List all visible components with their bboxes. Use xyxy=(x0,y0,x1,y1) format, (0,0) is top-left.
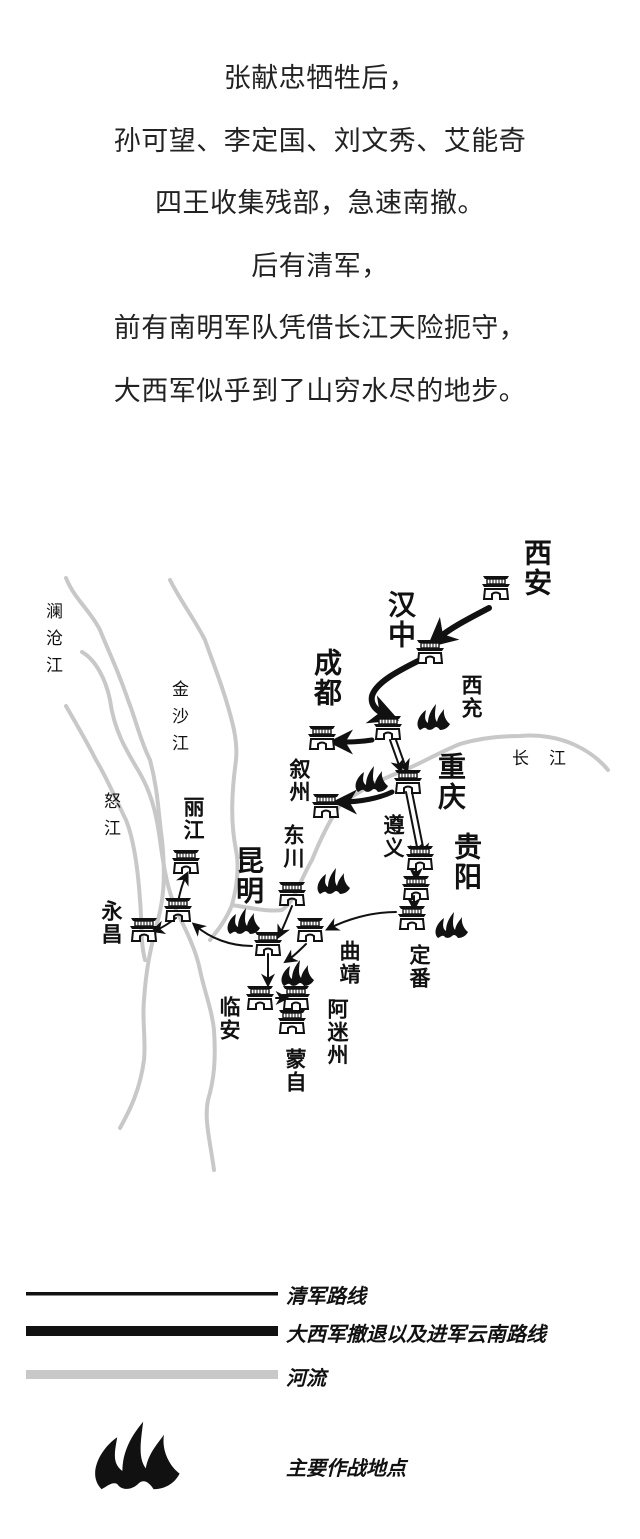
city-icon-xian xyxy=(481,575,511,600)
intro-line: 前有南明军队凭借长江天险扼守， xyxy=(113,313,527,344)
intro-line: 后有清军， xyxy=(251,250,389,282)
route-hanzhong-chengdu xyxy=(365,657,423,724)
label-mengzi: 蒙自 xyxy=(283,1048,308,1094)
legend-qing-line xyxy=(26,1292,278,1296)
legend-label: 河流 xyxy=(286,1366,326,1390)
flame-icon xyxy=(317,868,350,894)
thin-routes xyxy=(150,739,430,1005)
label-amizhou: 阿迷州 xyxy=(325,998,350,1067)
label-yongchang: 永昌 xyxy=(99,900,124,946)
city-icon-linan xyxy=(245,985,275,1010)
dashi-routes xyxy=(328,605,492,815)
city-icon-qujing xyxy=(295,917,325,942)
flame-icon xyxy=(227,908,260,934)
label-jinsha-river: 金沙江 xyxy=(168,680,188,761)
city-icon-guiyang xyxy=(401,875,431,900)
label-dongchuan: 东川 xyxy=(281,824,306,870)
legend-item-dashi: 大西军撤退以及进军云南路线 xyxy=(282,1318,546,1347)
lancang-river xyxy=(64,576,166,1130)
city-icon-amizhou xyxy=(281,985,311,1010)
intro-line: 孙可望、李定国、刘文秀、艾能奇 xyxy=(113,125,527,157)
flame-icon xyxy=(417,704,450,730)
legend-label: 大西军撤退以及进军云南路线 xyxy=(286,1322,546,1346)
city-icon-dingfan xyxy=(397,905,427,930)
flame-icon xyxy=(435,912,468,938)
label-lijiang: 丽江 xyxy=(181,796,206,842)
label-hanzhong: 汉中 xyxy=(384,590,417,650)
city-icon-hanzhong xyxy=(415,639,445,664)
legend-label: 主要作战地点 xyxy=(286,1456,406,1480)
label-kunming: 昆明 xyxy=(232,846,265,906)
label-lancang-river: 澜沧江 xyxy=(42,602,62,683)
legend-river-line xyxy=(26,1370,278,1379)
route-to-chengdu-west xyxy=(328,729,375,755)
city-icon-xichong-area xyxy=(373,715,403,740)
legend-lines xyxy=(26,1292,278,1490)
label-xichong: 西充 xyxy=(459,674,484,720)
legend-item-qing: 清军路线 xyxy=(282,1280,366,1309)
label-nu-river: 怒江 xyxy=(100,792,120,846)
intro-text: 张献忠牺牲后， 孙可望、李定国、刘文秀、艾能奇 四王收集残部，急速南撤。 后有清… xyxy=(0,48,640,423)
label-linan: 临安 xyxy=(217,996,242,1042)
intro-line: 大西军似乎到了山穷水尽的地步。 xyxy=(113,375,527,407)
city-icon-chengdu xyxy=(307,725,337,750)
nu-river xyxy=(64,704,147,962)
label-xian: 西安 xyxy=(520,538,553,598)
label-chengdu: 成都 xyxy=(310,648,343,708)
label-qujing: 曲靖 xyxy=(337,940,362,986)
city-icon-mengzi xyxy=(277,1009,307,1034)
flame-icon xyxy=(281,960,314,986)
route-chongqing-xuzhou xyxy=(332,789,395,815)
label-dingfan: 定番 xyxy=(407,944,432,990)
legend-label: 清军路线 xyxy=(286,1284,366,1308)
city-icon-xuzhou xyxy=(311,793,341,818)
label-zunyi: 遵义 xyxy=(381,814,406,860)
city-icon-lijiang xyxy=(171,849,201,874)
legend-flame-icon xyxy=(95,1421,180,1490)
legend-dashi-line xyxy=(26,1326,278,1336)
label-changjiang: 长江 xyxy=(512,749,586,769)
legend-item-battle: 主要作战地点 xyxy=(282,1452,406,1481)
label-guiyang: 贵阳 xyxy=(450,832,483,892)
city-icon-kunming xyxy=(253,931,283,956)
intro-line: 四王收集残部，急速南撤。 xyxy=(155,188,485,219)
route-xian-hanzhong xyxy=(426,605,492,648)
legend-item-river: 河流 xyxy=(282,1362,326,1391)
label-xuzhou: 叙州 xyxy=(287,758,312,804)
label-chongqing: 重庆 xyxy=(434,752,467,812)
intro-line: 张献忠牺牲后， xyxy=(223,63,417,94)
city-icon-zunyi xyxy=(405,845,435,870)
